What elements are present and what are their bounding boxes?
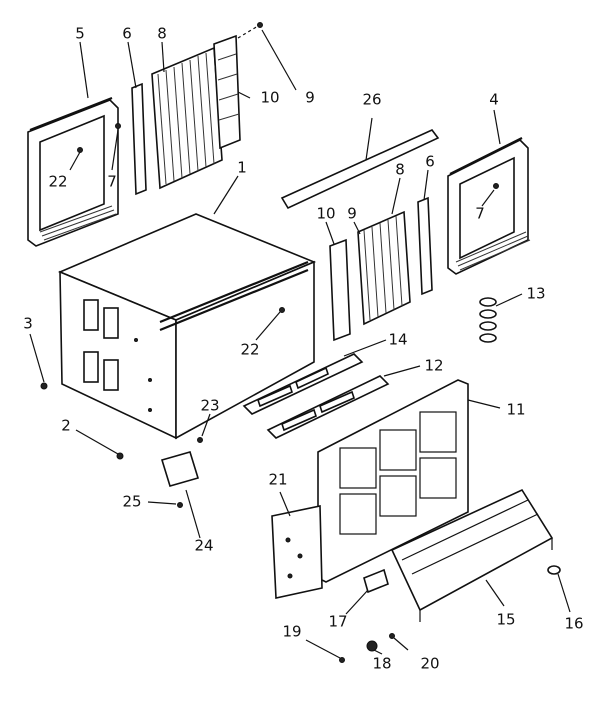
callout-3: 3 bbox=[23, 314, 33, 333]
part-10-right-strip bbox=[329, 238, 351, 342]
part-22-screw-left bbox=[77, 147, 83, 153]
part-13-clips bbox=[479, 297, 497, 343]
part-21-control-panel bbox=[271, 505, 323, 599]
callout-8-left: 8 bbox=[157, 24, 167, 43]
part-8-left-accordion-panel bbox=[151, 46, 223, 190]
part-20-screw bbox=[389, 633, 395, 639]
callout-7-left: 7 bbox=[107, 172, 117, 191]
part-7-screw-right bbox=[493, 183, 499, 189]
part-15-front-door bbox=[390, 488, 554, 622]
callout-2: 2 bbox=[61, 416, 71, 435]
callout-21: 21 bbox=[268, 470, 288, 489]
callout-22-left: 22 bbox=[48, 172, 68, 191]
part-24-bracket bbox=[160, 451, 200, 487]
callout-15: 15 bbox=[496, 610, 516, 629]
part-9-screw-left bbox=[257, 22, 263, 28]
part-1-cabinet bbox=[57, 213, 317, 440]
callout-7-right: 7 bbox=[475, 204, 485, 223]
part-12-filter-frame bbox=[266, 375, 390, 439]
callout-13: 13 bbox=[526, 284, 546, 303]
part-25-screw bbox=[177, 502, 183, 508]
part-6-right-strip bbox=[417, 196, 433, 296]
part-17-label bbox=[363, 568, 389, 594]
callout-26: 26 bbox=[362, 90, 382, 109]
callout-4: 4 bbox=[489, 90, 499, 109]
callout-22-right: 22 bbox=[240, 340, 260, 359]
callout-16: 16 bbox=[564, 614, 584, 633]
callout-9-left: 9 bbox=[305, 88, 315, 107]
callout-12: 12 bbox=[424, 356, 444, 375]
callout-10-left: 10 bbox=[260, 88, 280, 107]
callout-19: 19 bbox=[282, 622, 302, 641]
part-4-right-curtain-frame bbox=[447, 137, 531, 275]
part-14-filter-frame bbox=[242, 353, 364, 415]
callout-17: 17 bbox=[328, 612, 348, 631]
leader-lines bbox=[29, 29, 571, 659]
callout-8-right: 8 bbox=[395, 160, 405, 179]
callout-18: 18 bbox=[372, 654, 392, 673]
callout-10-right: 10 bbox=[316, 204, 336, 223]
part-7-screw-left bbox=[115, 123, 121, 129]
part-26-top-rail bbox=[280, 129, 440, 210]
callout-6-right: 6 bbox=[425, 152, 435, 171]
part-5-left-curtain-frame bbox=[27, 96, 119, 247]
part-2-screw bbox=[116, 452, 124, 460]
part-18-fastener bbox=[366, 640, 378, 652]
callout-14: 14 bbox=[388, 330, 408, 349]
part-23-screw bbox=[197, 437, 203, 443]
callout-25: 25 bbox=[122, 492, 142, 511]
part-6-left-strip bbox=[131, 82, 147, 196]
part-19-screw bbox=[339, 657, 345, 663]
part-22-screw-right bbox=[279, 307, 285, 313]
callout-6-left: 6 bbox=[122, 24, 132, 43]
callout-24: 24 bbox=[194, 536, 214, 555]
callout-11: 11 bbox=[506, 400, 526, 419]
part-8-right-accordion-panel bbox=[357, 210, 411, 326]
callout-9-right: 9 bbox=[347, 204, 357, 223]
callout-5: 5 bbox=[75, 24, 85, 43]
callout-23: 23 bbox=[200, 396, 220, 415]
part-10-left-hatched-strip bbox=[213, 34, 241, 150]
callout-1: 1 bbox=[237, 158, 247, 177]
callout-20: 20 bbox=[420, 654, 440, 673]
part-3-screw bbox=[40, 382, 48, 390]
part-16-knob bbox=[547, 565, 561, 575]
